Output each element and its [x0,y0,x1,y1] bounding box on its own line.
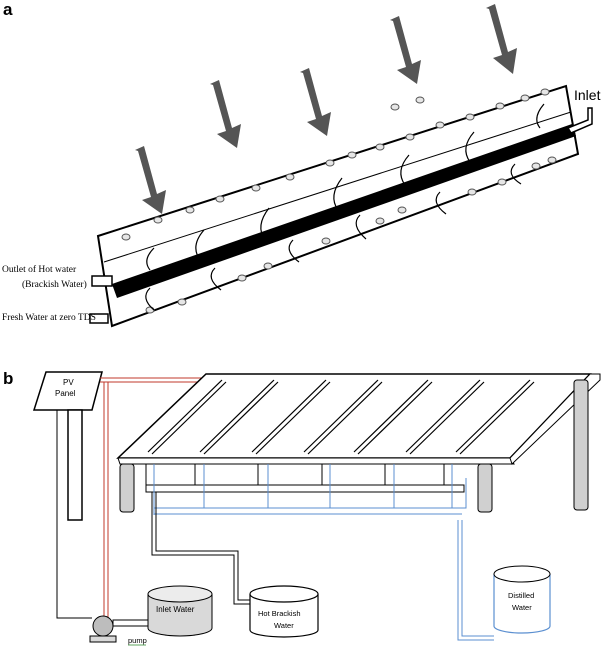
inlet-water-tank [147,585,213,637]
vapor-bubbles [121,88,557,314]
hot-brackish-label-line1: Hot Brackish [258,609,301,618]
power-line [98,377,206,633]
pv-label-line2: Panel [55,389,76,398]
pv-wire [56,410,92,619]
leg [573,379,589,511]
support-legs [119,379,589,513]
vapor-flow-arrows [145,103,545,311]
tube-inner-line [103,111,572,263]
pump-label: pump [128,636,147,645]
pump [89,615,150,643]
inlet-water-label: Inlet Water [156,605,195,614]
roof-edge [117,457,515,465]
sun-arrow [210,80,241,148]
inlet-label: Inlet [574,87,601,103]
solar-radiation-arrows [135,4,517,214]
outlet-label-line1: Outlet of Hot water [2,264,77,275]
collector-roof [116,373,592,459]
panel-a: a [2,0,601,328]
leg [477,463,493,513]
panel-a-letter: a [3,0,13,19]
distilled-label-line2: Water [512,603,532,612]
pv-post [67,409,83,521]
panel-b-letter: b [3,369,13,388]
inlet-pipe [566,107,593,134]
sun-arrow [300,68,331,136]
leg [119,463,135,513]
fresh-water-pipe [89,313,109,324]
hot-water-pipe [151,492,250,605]
sun-arrow [486,4,517,74]
outlet-pipe [91,275,113,287]
distilled-lines [153,464,494,641]
fresh-water-label: Fresh Water at zero TDS [2,313,96,323]
absorber-pipe [112,124,576,298]
hot-brackish-tank [249,585,319,638]
under-frame [145,464,465,493]
sun-arrow [390,16,421,84]
outlet-label-line2: (Brackish Water) [22,279,87,290]
sun-arrow [135,146,166,214]
panel-b: b PV Panel [3,369,601,646]
distilled-label-line1: Distilled [508,591,534,600]
hot-brackish-label-line2: Water [274,621,294,630]
pv-label-line1: PV [63,378,74,387]
pv-panel [32,371,103,411]
distilled-water-tank [493,565,551,634]
roof-tubes [147,379,535,455]
